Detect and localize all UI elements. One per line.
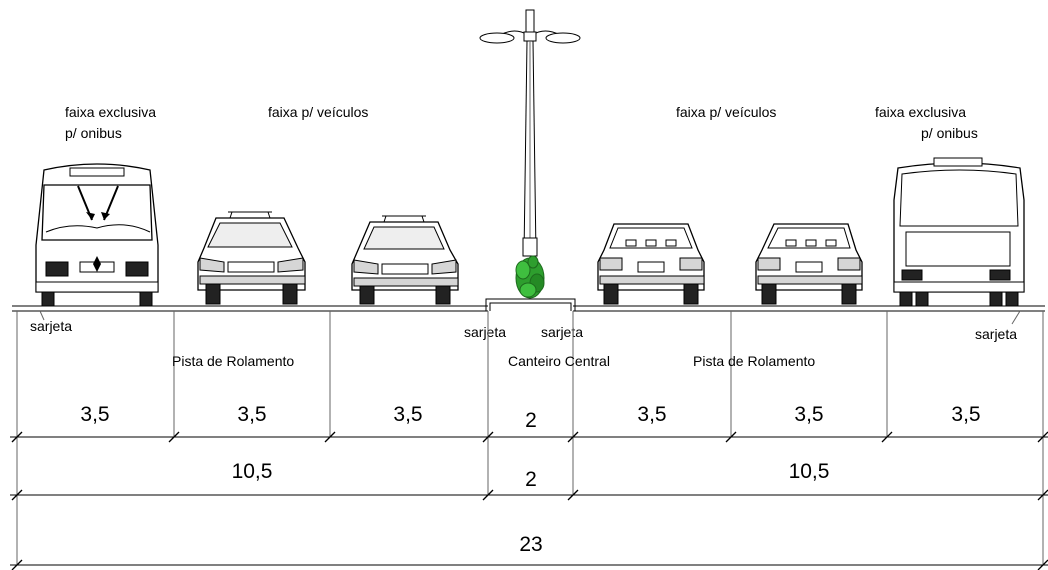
vehicle-lane-right-label: faixa p/ veículos [676,104,776,120]
tree-icon [515,255,545,299]
bus-lane-right-label-line2: p/ onibus [921,125,978,141]
carriageway-dimension: 10,5 [232,460,273,483]
lane-dimension: 3,5 [80,403,109,426]
bus-rear-icon [893,157,1025,307]
gutter-median-right-label: sarjeta [541,324,583,340]
car-rear-icon [597,223,705,305]
lane-dimension: 3,5 [794,403,823,426]
road-surface [12,298,1045,312]
median-dimension: 2 [525,409,537,432]
dimension-row-lanes: 3,5 3,5 3,5 2 3,5 3,5 3,5 [10,403,1048,443]
gutter-right-label: sarjeta [975,326,1017,342]
gutter-left-label: sarjeta [30,318,72,334]
gutter-median-left-label: sarjeta [464,324,506,340]
division-lines [16,311,1044,565]
bus-lane-left-label-line1: faixa exclusiva [65,104,156,120]
gutter-labels: sarjeta sarjeta sarjeta sarjeta [30,310,1021,342]
lane-dimension: 3,5 [951,403,980,426]
median-label: Canteiro Central [508,353,610,369]
lane-dimension: 3,5 [393,403,422,426]
carriageway-dimension: 10,5 [789,460,830,483]
bus-front-icon [35,163,159,307]
carriageway-left-label: Pista de Rolamento [172,353,294,369]
vehicle-lane-left-label: faixa p/ veículos [268,104,368,120]
dimension-row-carriageways: 10,5 2 10,5 [10,460,1048,501]
total-width-dimension: 23 [519,533,542,556]
median-dimension: 2 [525,468,537,491]
car-front-icon [351,215,459,305]
car-rear-icon [755,223,863,305]
street-lamp-icon [479,9,581,257]
section-labels: Pista de Rolamento Canteiro Central Pist… [172,353,815,369]
carriageway-right-label: Pista de Rolamento [693,353,815,369]
lane-labels: faixa exclusiva p/ onibus faixa p/ veícu… [65,104,978,141]
lane-dimension: 3,5 [237,403,266,426]
dimension-row-total: 23 [10,533,1048,570]
lane-dimension: 3,5 [637,403,666,426]
bus-lane-left-label-line2: p/ onibus [65,125,122,141]
car-front-icon [197,211,306,305]
bus-lane-right-label-line1: faixa exclusiva [875,104,966,120]
